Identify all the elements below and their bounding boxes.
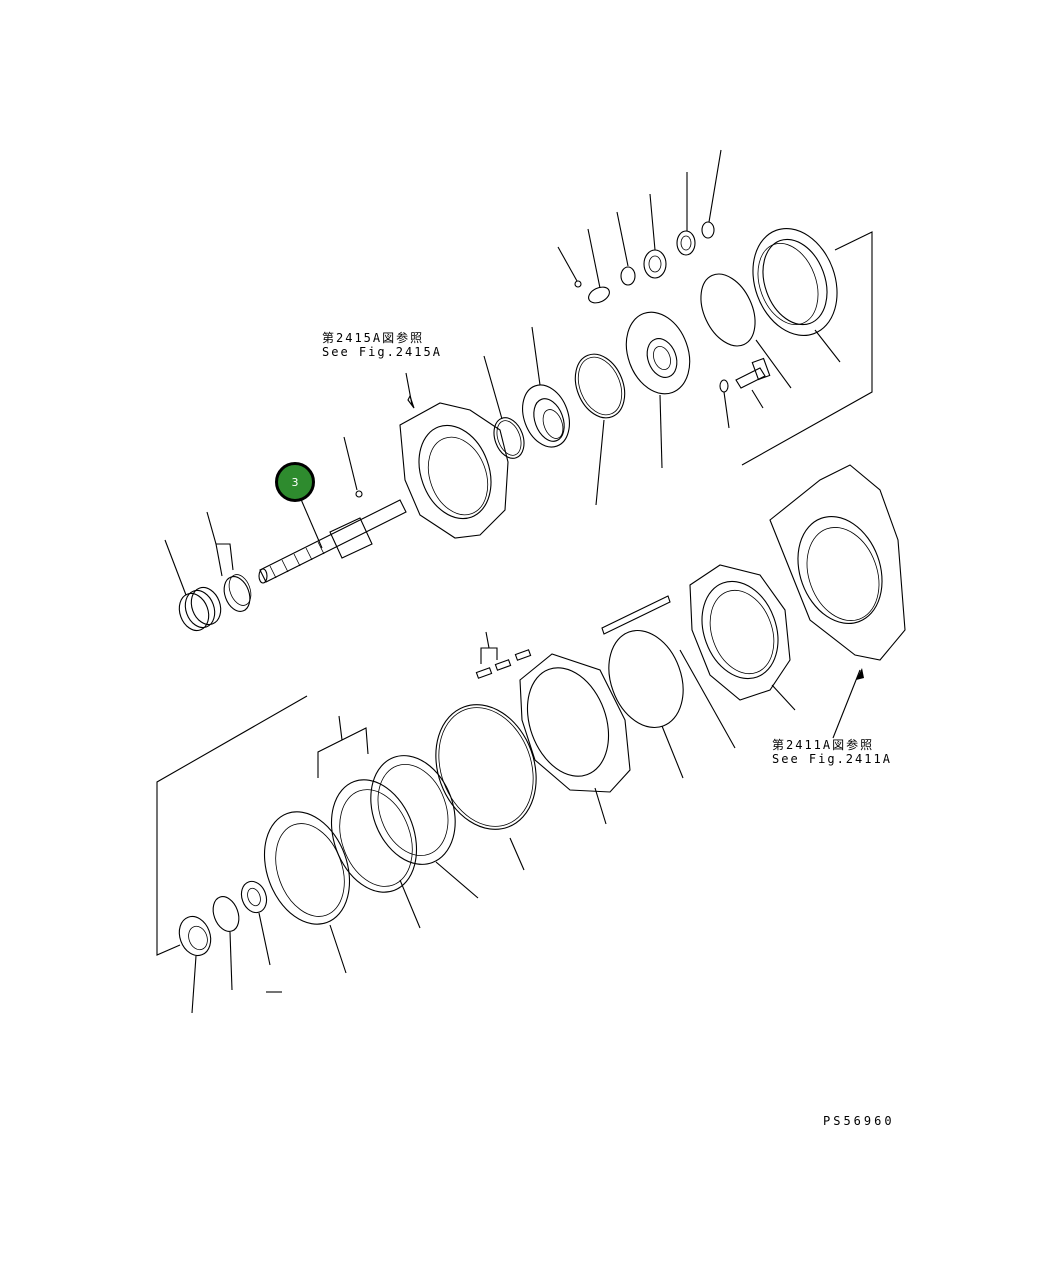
reference-en: See Fig.2411A — [772, 752, 892, 766]
retainer-ring-part — [212, 896, 240, 991]
seal-ring-part — [483, 355, 525, 459]
spring-part — [164, 539, 222, 632]
pin-part — [343, 436, 363, 498]
small-pin-part — [557, 246, 582, 288]
transmission-housing-part — [769, 464, 906, 661]
needle-bearing-part — [676, 172, 696, 256]
clutch-housing-part — [689, 564, 796, 711]
thrust-bearing-part — [240, 880, 271, 966]
o-ring-part — [574, 353, 626, 506]
ring-gear-part — [752, 227, 841, 363]
part-callout-badge[interactable]: 3 — [275, 462, 315, 502]
nut-part — [701, 149, 722, 239]
seal-ring-large-part — [435, 704, 537, 871]
reference-en: See Fig.2415A — [322, 345, 442, 359]
thrust-washer-part — [616, 211, 636, 286]
clutch-plate-part — [263, 811, 351, 974]
large-o-ring-part — [608, 629, 684, 779]
reference-note-2415a: 第2415A図参照 See Fig.2415A — [322, 331, 442, 359]
reference-jp: 第2415A図参照 — [322, 331, 425, 345]
bearing-part — [522, 326, 570, 448]
friction-disc-part — [330, 779, 421, 929]
reference-note-2411a: 第2411A図参照 See Fig.2411A — [772, 738, 892, 766]
springs-part — [475, 631, 532, 679]
separator-plate-part — [370, 755, 479, 899]
callout-label: 3 — [291, 475, 299, 489]
shaft-part — [258, 496, 407, 584]
spacer-part — [223, 574, 252, 612]
reference-jp: 第2411A図参照 — [772, 738, 875, 752]
roller-pin-part — [587, 228, 610, 304]
washer-part — [719, 379, 730, 429]
housing-cover-part — [399, 402, 509, 539]
snap-ring-part — [700, 273, 756, 347]
planet-gear-part — [643, 193, 667, 279]
bolt-part — [735, 357, 771, 409]
planet-carrier-part — [625, 311, 691, 469]
roller-bearing-part — [178, 915, 212, 1014]
figure-code: PS56960 — [823, 1114, 895, 1128]
piston-part — [519, 653, 631, 825]
dowel-pin-part — [601, 595, 736, 749]
